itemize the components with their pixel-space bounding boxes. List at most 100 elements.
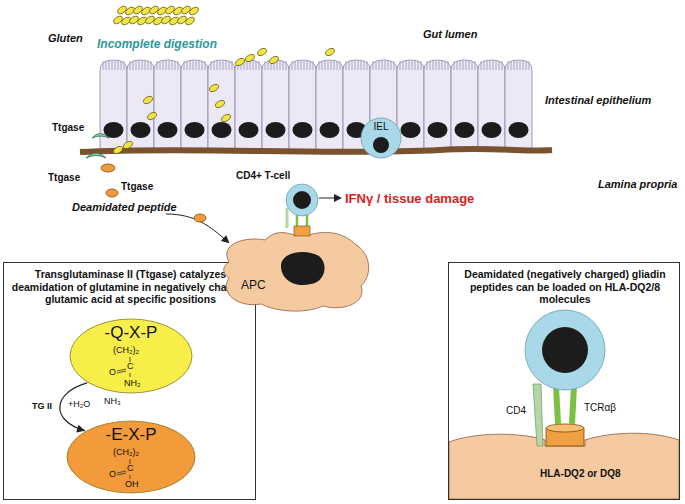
brush-border [426, 61, 449, 70]
ellipse-outline [70, 319, 192, 393]
text-label: Ttgase [121, 181, 153, 193]
epithelial-cell [208, 60, 235, 150]
gluten-fragment [112, 145, 124, 155]
tcr [556, 386, 574, 424]
formula-text: C [127, 361, 134, 372]
epithelial-cell [424, 60, 451, 150]
epithelial-cell [289, 60, 316, 150]
brush-border [183, 61, 206, 70]
node-text: APC [241, 278, 266, 292]
brush-border [480, 61, 503, 70]
ellipse-outline [67, 421, 195, 493]
info-box: Transglutaminase II (Ttgase) catalyzes d… [3, 262, 256, 500]
epithelial-cell [127, 60, 154, 150]
brush-border [318, 61, 341, 70]
formula-text: NH₂ [124, 378, 141, 389]
apc-outline [224, 232, 369, 311]
glutamine-ellipse: -Q-X-P(CH₂)₂CONH₂ [69, 318, 193, 394]
epithelial-cell [235, 60, 262, 150]
text-label: Gut lumen [423, 28, 477, 41]
node-text: Deamidated (negatively charged) gliadin … [455, 268, 675, 306]
cell-nucleus [509, 122, 529, 138]
iel-nucleus [373, 137, 389, 153]
epithelial-cell [154, 60, 181, 150]
text-label: TCRαβ [584, 402, 616, 414]
text-label: Lamina propria [598, 178, 677, 191]
ttgase-enzyme [92, 134, 109, 139]
gluten-fragment [146, 111, 158, 121]
gluten-beads [112, 5, 336, 155]
epithelial-cell [505, 60, 532, 150]
brush-border [507, 61, 530, 70]
epithelial-cell [451, 60, 478, 150]
apc-nucleus [281, 252, 325, 285]
gluten-fragment [244, 53, 256, 63]
ifn-arrow [319, 198, 340, 199]
arrowhead [76, 425, 85, 433]
brush-border [156, 61, 179, 70]
text-label: Ttgase [52, 122, 84, 134]
brush-border [453, 61, 476, 70]
gluten-fragment [234, 57, 246, 67]
text-label: IFNγ / tissue damage [345, 191, 474, 207]
text-label: Gluten [48, 32, 83, 45]
cell-nucleus [455, 122, 475, 138]
info-box: Deamidated (negatively charged) gliadin … [448, 262, 680, 500]
cell-nucleus [428, 122, 448, 138]
text-label: Deamidated peptide [72, 201, 177, 214]
text-label: NH₃ [104, 396, 121, 407]
node-text: -Q-X-P [69, 323, 193, 343]
edge-label: TG II [31, 401, 53, 412]
bond [117, 473, 126, 475]
cell-nucleus [266, 122, 286, 138]
node-text: IEL [360, 121, 402, 133]
bond [117, 471, 126, 473]
cell-nucleus [158, 122, 178, 138]
gluten-fragment [256, 47, 268, 57]
gluten-fragment [208, 83, 220, 93]
gluten-fragment [122, 140, 134, 150]
text-label: +H₂O [68, 399, 90, 410]
text-label: CD4 [506, 405, 526, 417]
text-label: Ttgase [48, 172, 80, 184]
cell-nucleus [320, 122, 340, 138]
epithelial-cell [316, 60, 343, 150]
formula-text: O [109, 469, 116, 480]
epithelial-cell [478, 60, 505, 150]
bond [117, 369, 126, 371]
formula-text: (CH₂)₂ [113, 345, 139, 356]
glutamate-ellipse: -E-X-P(CH₂)₂COOH [66, 420, 196, 494]
epithelium-cells [100, 60, 532, 150]
basement-membrane [80, 149, 552, 152]
gluten-fragment [268, 55, 280, 65]
brush-border [345, 61, 368, 70]
bond [117, 371, 126, 373]
cell-nucleus [239, 122, 259, 138]
peptide-arrow [166, 214, 228, 242]
bond [130, 373, 131, 377]
t-cell-nucleus [293, 191, 311, 209]
gluten-fragment [142, 95, 154, 105]
text-label: Intestinal epithelium [545, 94, 651, 107]
apc-cell: APC [215, 222, 375, 314]
cell-nucleus [482, 122, 502, 138]
deamidated-peptide [101, 164, 115, 172]
brush-border [129, 61, 152, 70]
deamidated-peptide [106, 189, 118, 197]
cd4-coreceptor [286, 208, 289, 228]
brush-border [372, 61, 395, 70]
formula-text: OH [125, 479, 139, 490]
iel-outline [361, 118, 401, 158]
cell-nucleus [131, 122, 151, 138]
brush-border [291, 61, 314, 70]
gluten-fragment [324, 47, 336, 57]
gluten-fragment [220, 113, 232, 123]
node-text: Transglutaminase II (Ttgase) catalyzes d… [9, 268, 252, 306]
t-cell [525, 310, 605, 390]
hla-molecule-top [546, 424, 584, 432]
ttgase-enzyme [86, 153, 106, 158]
iel-cell: IEL [360, 117, 402, 159]
cell-nucleus [185, 122, 205, 138]
epithelial-cell [181, 60, 208, 150]
